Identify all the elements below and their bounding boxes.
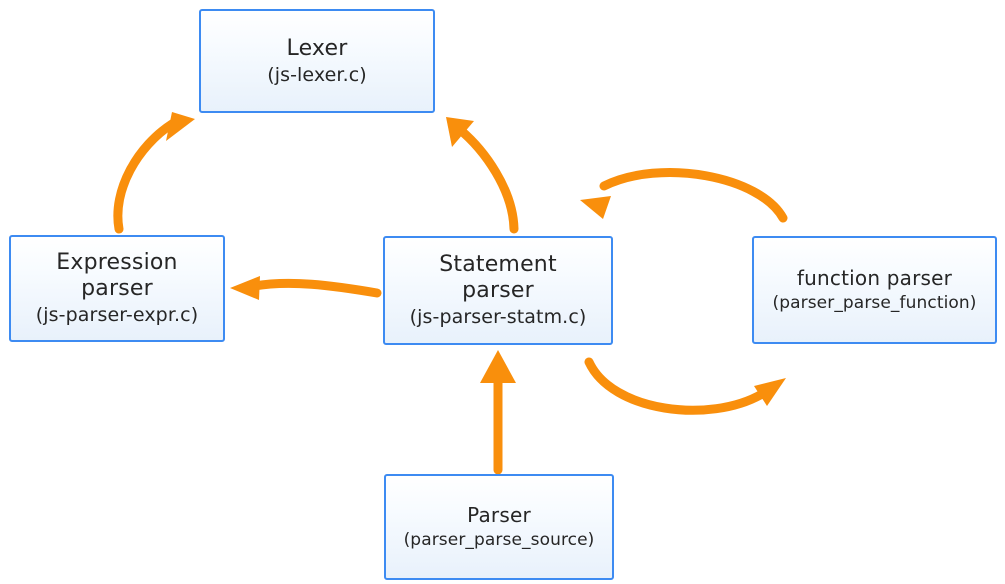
node-title: Expression parser [56,250,178,302]
arrow-statement-to-lexer [446,117,519,234]
arrow-head [580,196,611,219]
arrow-path [113,119,177,234]
node-title: Parser [467,503,531,528]
node-title: function parser [796,266,953,291]
arrow-head [230,276,260,300]
arrow-path [249,278,382,298]
arrow-path [584,357,767,415]
node-title: Lexer [286,35,348,61]
node-expression-parser[interactable]: Expression parser (js-parser-expr.c) [9,235,225,342]
arrow-head [166,112,195,141]
node-subtitle: (js-parser-expr.c) [35,304,199,327]
node-lexer[interactable]: Lexer (js-lexer.c) [199,9,435,113]
node-subtitle: (js-parser-statm.c) [409,306,587,329]
node-function-parser[interactable]: function parser (parser_parse_function) [752,236,997,344]
node-subtitle: (parser_parse_source) [403,529,595,550]
arrow-function-to-statement [580,168,788,223]
arrow-head [446,117,474,147]
arrow-path [453,123,519,234]
node-parser[interactable]: Parser (parser_parse_source) [384,474,614,580]
node-subtitle: (parser_parse_function) [772,292,977,313]
arrow-statement-to-expression [230,276,382,300]
node-statement-parser[interactable]: Statement parser (js-parser-statm.c) [383,236,613,345]
arrow-head [480,350,516,383]
arrow-path [599,168,788,223]
arrow-parser-to-statement [480,350,516,475]
arrow-expression-to-lexer [113,112,195,234]
node-subtitle: (js-lexer.c) [267,63,367,86]
arrow-head [754,378,786,406]
node-title: Statement parser [439,252,557,304]
arrow-statement-to-function [584,357,786,415]
